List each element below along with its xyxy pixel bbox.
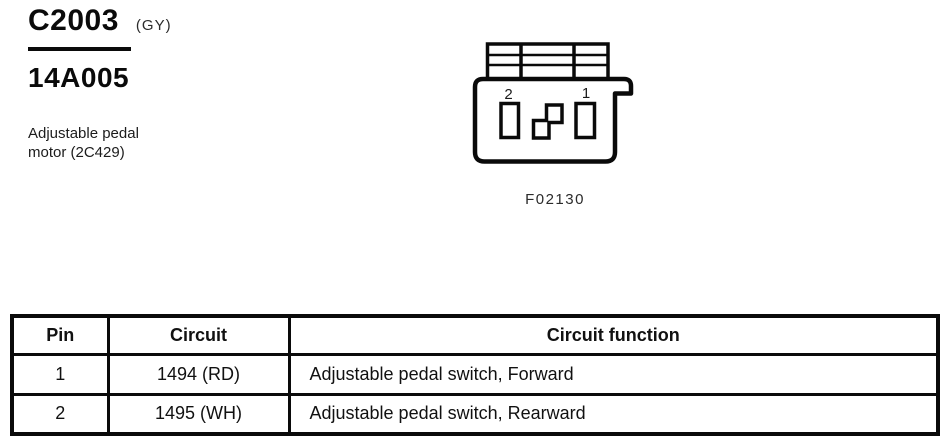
header-section: C2003 (GY) 14A005 Adjustable pedal motor… [28, 6, 428, 162]
figure-code-caption: F02130 [525, 191, 585, 208]
table-header-row: Pin Circuit Circuit function [10, 314, 940, 356]
column-header-circuit: Circuit [106, 314, 291, 356]
circuit-cell: 1494 (RD) [106, 352, 291, 396]
component-description: Adjustable pedal motor (2C429) [28, 124, 428, 162]
connector-diagram: 2 1 [472, 42, 634, 164]
pin-2-label: 2 [504, 86, 512, 103]
circuit-cell: 1495 (WH) [106, 392, 291, 436]
connector-lock-grid [485, 42, 610, 81]
function-cell: Adjustable pedal switch, Forward [287, 352, 940, 396]
column-header-pin: Pin [10, 314, 110, 356]
pin-1-label: 1 [582, 85, 590, 102]
table-row: 1 1494 (RD) Adjustable pedal switch, For… [10, 352, 940, 396]
function-cell: Adjustable pedal switch, Rearward [287, 392, 940, 436]
connector-id: C2003 [28, 4, 119, 37]
pin-cell: 1 [10, 352, 110, 396]
title-underline [28, 47, 131, 51]
part-number: 14A005 [28, 62, 130, 93]
pin-2-cavity [499, 101, 521, 140]
column-header-circuit-function: Circuit function [287, 314, 940, 356]
pin-1-cavity [574, 101, 597, 140]
table-row: 2 1495 (WH) Adjustable pedal switch, Rea… [10, 392, 940, 436]
keyway [531, 103, 564, 140]
connector-color-code: (GY) [135, 17, 172, 34]
pin-cell: 2 [10, 392, 110, 436]
pin-table: Pin Circuit Circuit function 1 1494 (RD)… [10, 314, 940, 436]
component-description-line2: motor (2C429) [28, 144, 125, 161]
component-description-line1: Adjustable pedal [28, 125, 139, 142]
title-row: C2003 (GY) [28, 6, 428, 36]
